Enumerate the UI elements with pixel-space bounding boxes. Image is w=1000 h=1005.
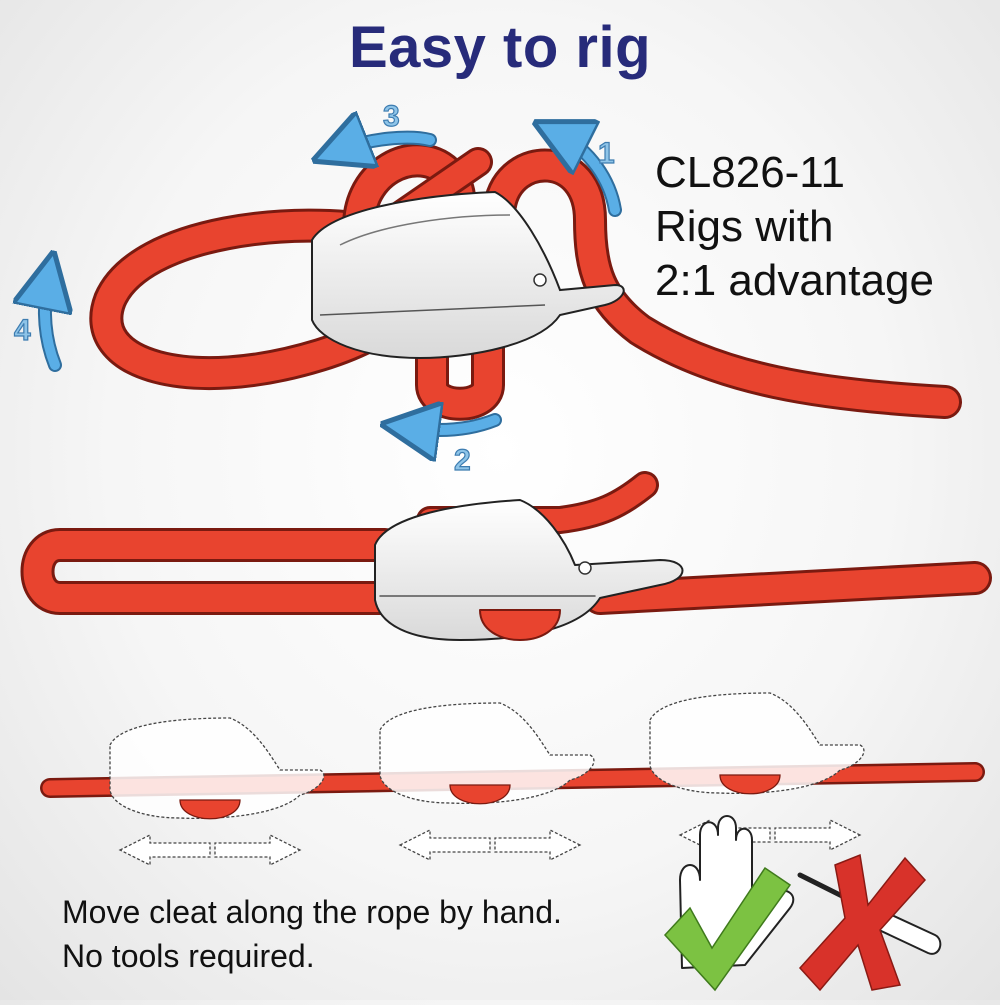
rigged-diagram xyxy=(20,471,992,641)
check-mark-icon xyxy=(663,866,792,992)
step-4-arrow: 4 xyxy=(14,280,55,372)
ghost-cleat-1 xyxy=(109,717,325,820)
step-2-label: 2 xyxy=(454,444,471,477)
ghost-cleat-3 xyxy=(649,692,865,795)
page-title: Easy to rig xyxy=(348,15,652,80)
ghost-cleat-2 xyxy=(379,702,595,805)
threading-diagram: 1 2 3 4 xyxy=(14,99,962,478)
step-1-label: 1 xyxy=(598,137,615,170)
step-3-label: 3 xyxy=(383,100,400,133)
step-2-arrow: 2 xyxy=(410,420,502,478)
caption-line-2: No tools required. xyxy=(62,938,315,974)
caption-line-1: Move cleat along the rope by hand. xyxy=(62,894,562,930)
step-1-arrow: 1 xyxy=(560,135,622,217)
cleat-middle xyxy=(374,499,684,641)
move-arrow-1 xyxy=(118,833,302,867)
cross-mark-icon xyxy=(798,853,927,992)
cleat-top xyxy=(311,190,625,360)
caption: Move cleat along the rope by hand. No to… xyxy=(62,890,562,978)
product-line-2: Rigs with xyxy=(655,202,834,251)
sliding-strip xyxy=(40,692,985,867)
product-model: CL826-11 xyxy=(655,148,845,197)
product-spec: CL826-11 Rigs with 2:1 advantage xyxy=(655,146,934,308)
step-3-arrow: 3 xyxy=(340,99,437,150)
product-line-3: 2:1 advantage xyxy=(655,256,934,305)
move-arrow-2 xyxy=(398,828,582,862)
step-4-label: 4 xyxy=(14,314,31,347)
